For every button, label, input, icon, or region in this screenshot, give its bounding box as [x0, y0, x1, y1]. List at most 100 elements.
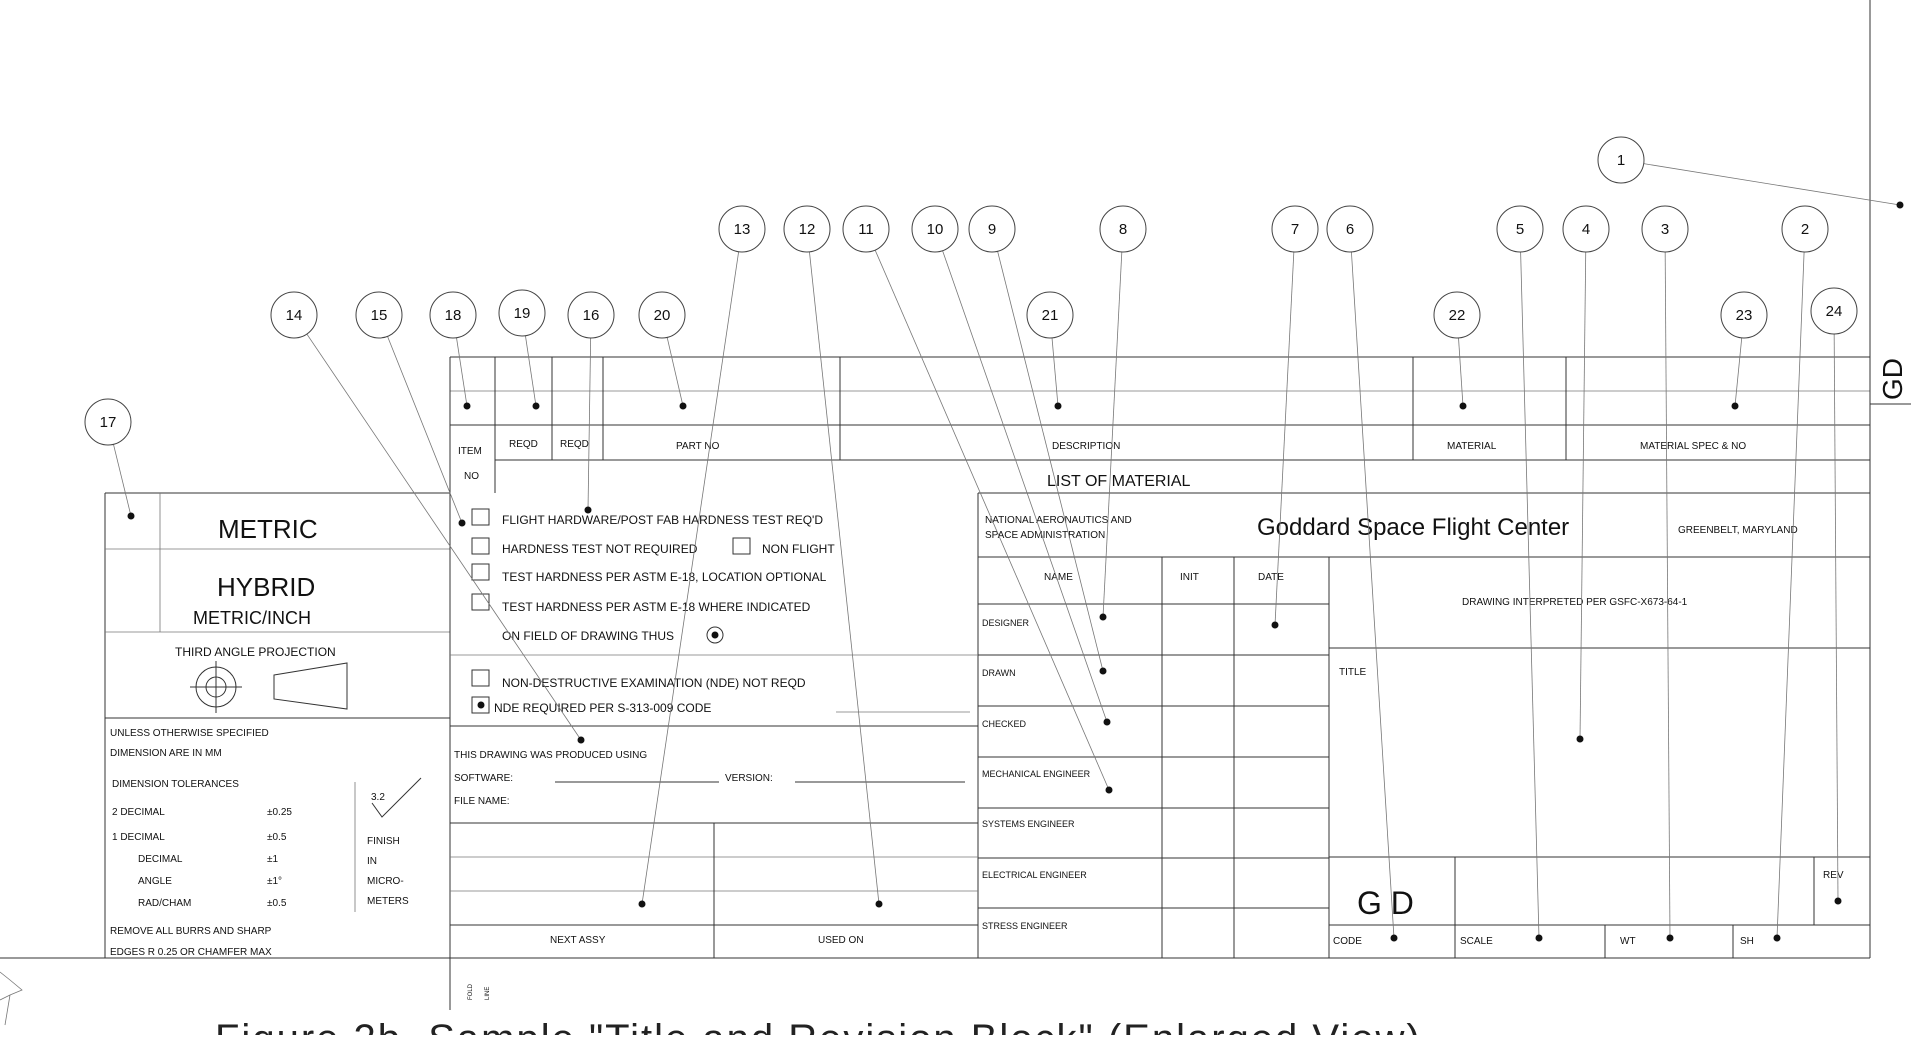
callout-number-6: 6	[1346, 221, 1354, 238]
on-field-symbol-icon	[706, 626, 724, 644]
reqd-label-1: REQD	[509, 439, 538, 450]
hardness-not-required-checkbox[interactable]	[471, 537, 490, 555]
callout-leader-6	[1351, 251, 1395, 939]
callout-24: 24	[1810, 287, 1858, 905]
callout-bubble-18	[429, 291, 477, 339]
callout-bubble-2	[1781, 205, 1829, 253]
astm-indicated-checkbox[interactable]	[471, 593, 490, 611]
callout-number-1: 1	[1617, 152, 1625, 169]
callout-dot-2	[1773, 934, 1781, 942]
callout-number-16: 16	[583, 307, 600, 324]
callout-leader-12	[809, 251, 880, 905]
callout-leader-20	[666, 337, 684, 407]
material-label: MATERIAL	[1447, 441, 1497, 452]
callout-number-15: 15	[371, 307, 388, 324]
units-block: METRIC HYBRID METRIC/INCH THIRD ANGLE PR…	[104, 492, 450, 958]
tol-label-1dec: 1 DECIMAL	[112, 832, 165, 843]
org-label-1: NATIONAL AERONAUTICS AND	[985, 515, 1132, 526]
callout-dot-8	[1099, 613, 1107, 621]
callout-3: 3	[1641, 205, 1689, 942]
callout-bubble-21	[1026, 291, 1074, 339]
callout-bubble-13	[718, 205, 766, 253]
callout-dot-4	[1576, 735, 1584, 743]
role-checked: CHECKED	[982, 719, 1027, 729]
astm-indicated-label: TEST HARDNESS PER ASTM E-18 WHERE INDICA…	[502, 600, 811, 614]
role-stress-engineer: STRESS ENGINEER	[982, 921, 1068, 931]
callout-dot-18	[463, 402, 471, 410]
callout-bubble-10	[911, 205, 959, 253]
callout-number-11: 11	[858, 221, 874, 238]
callout-dot-14	[577, 736, 585, 744]
callout-leader-11	[874, 249, 1110, 791]
callout-leader-5	[1520, 251, 1540, 939]
file-name-label: FILE NAME:	[454, 796, 510, 807]
callout-17: 17	[84, 398, 135, 520]
callout-leader-19	[525, 335, 537, 407]
callout-dot-5	[1535, 934, 1543, 942]
callout-number-2: 2	[1801, 221, 1809, 238]
tol-label-2dec: 2 DECIMAL	[112, 807, 165, 818]
callout-number-4: 4	[1582, 221, 1590, 238]
rev-label: REV	[1823, 870, 1844, 881]
callout-leader-1	[1643, 163, 1901, 206]
callout-number-7: 7	[1291, 221, 1299, 238]
callout-number-8: 8	[1119, 221, 1127, 238]
callout-20: 20	[638, 291, 687, 410]
version-label: VERSION:	[725, 773, 773, 784]
nde-required-checkbox[interactable]	[471, 696, 490, 714]
callout-leader-3	[1664, 251, 1671, 939]
third-angle-projection-icon	[190, 661, 348, 713]
scale-label: SCALE	[1460, 936, 1493, 947]
callout-12: 12	[783, 205, 883, 908]
tol-label-dec: DECIMAL	[138, 854, 183, 865]
role-systems-engineer: SYSTEMS ENGINEER	[982, 819, 1075, 829]
callout-number-19: 19	[514, 305, 531, 322]
finish-label-3: MICRO-	[367, 876, 404, 887]
sh-label: SH	[1740, 936, 1754, 947]
wt-label: WT	[1620, 936, 1636, 947]
role-mechanical-engineer: MECHANICAL ENGINEER	[982, 769, 1091, 779]
callout-dot-1	[1896, 201, 1904, 209]
nde-required-label: NDE REQUIRED PER S-313-009 CODE	[494, 701, 711, 715]
callout-19: 19	[498, 289, 546, 410]
callout-dot-13	[638, 900, 646, 908]
role-drawn: DRAWN	[982, 668, 1016, 678]
tol-value-1dec: ±0.5	[267, 832, 287, 843]
callout-leader-10	[942, 250, 1108, 723]
callout-14: 14	[270, 291, 585, 744]
callout-1: 1	[1597, 136, 1904, 209]
flight-hardware-checkbox[interactable]	[471, 508, 490, 526]
callout-number-24: 24	[1826, 303, 1843, 320]
gd-code-value: G D	[1357, 885, 1414, 921]
callout-leader-4	[1579, 251, 1587, 740]
callout-bubble-6	[1326, 205, 1374, 253]
callout-dot-15	[458, 519, 466, 527]
list-of-material: ITEM NO REQD REQD PART NO DESCRIPTION MA…	[449, 356, 1871, 493]
callout-leader-18	[456, 337, 468, 407]
astm-optional-label: TEST HARDNESS PER ASTM E-18, LOCATION OP…	[502, 570, 827, 584]
side-gd-label: GD	[1877, 358, 1908, 400]
callout-dot-23	[1731, 402, 1739, 410]
nde-not-reqd-checkbox[interactable]	[471, 669, 490, 687]
tol-value-2dec: ±0.25	[267, 807, 292, 818]
callout-bubble-24	[1810, 287, 1858, 335]
callout-18: 18	[429, 291, 477, 410]
callout-21: 21	[1026, 291, 1074, 410]
astm-optional-checkbox[interactable]	[471, 563, 490, 581]
callout-dot-24	[1834, 897, 1842, 905]
callout-bubble-5	[1496, 205, 1544, 253]
used-on-label: USED ON	[818, 935, 864, 946]
tol-value-radcham: ±0.5	[267, 898, 287, 909]
callout-number-14: 14	[286, 307, 303, 324]
material-spec-label: MATERIAL SPEC & NO	[1640, 441, 1746, 452]
produced-using-label: THIS DRAWING WAS PRODUCED USING	[454, 750, 647, 761]
fold-line-label-2: LINE	[485, 987, 491, 1000]
figure-caption: Figure 2b. Sample "Title and Revision Bl…	[215, 1017, 1422, 1035]
callout-bubble-22	[1433, 291, 1481, 339]
non-flight-checkbox[interactable]	[732, 537, 751, 555]
tol-label-radcham: RAD/CHAM	[138, 898, 191, 909]
callout-dot-22	[1459, 402, 1467, 410]
callout-dot-17	[127, 512, 135, 520]
callout-bubble-19	[498, 289, 546, 337]
init-column-header: INIT	[1180, 572, 1199, 583]
